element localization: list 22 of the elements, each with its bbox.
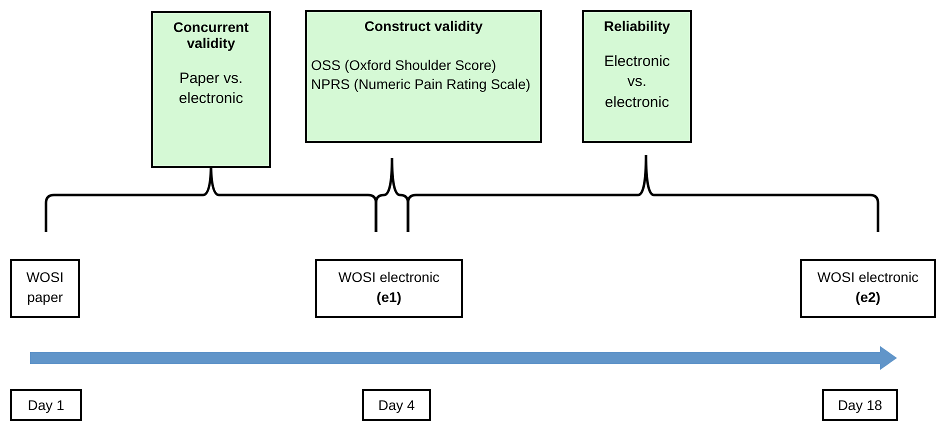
questionnaire-box [10, 259, 80, 318]
validity-box [305, 10, 542, 143]
questionnaire-label: WOSI electronic (e2) [816, 268, 920, 308]
day-box [822, 389, 898, 421]
questionnaire-label: WOSI paper [25, 268, 65, 308]
questionnaire-label: WOSI electronic (e1) [337, 268, 441, 308]
heading: Concurrent validity [172, 19, 250, 51]
day-label: Day 18 [836, 396, 884, 415]
description: Electronic vs. electronic [603, 52, 671, 112]
day-label: Day 1 [26, 396, 66, 415]
heading: Construct validity [363, 18, 484, 34]
heading: Reliability [602, 18, 672, 34]
day-box [362, 389, 431, 421]
day-box [10, 389, 82, 421]
description: OSS (Oxford Shoulder Score) [311, 56, 498, 75]
description: Paper vs. electronic [178, 69, 244, 110]
validity-box [582, 10, 692, 143]
questionnaire-box [315, 259, 463, 318]
validity-box [151, 11, 271, 168]
day-label: Day 4 [377, 396, 416, 415]
description: NPRS (Numeric Pain Rating Scale) [311, 74, 532, 94]
questionnaire-box [800, 259, 936, 318]
